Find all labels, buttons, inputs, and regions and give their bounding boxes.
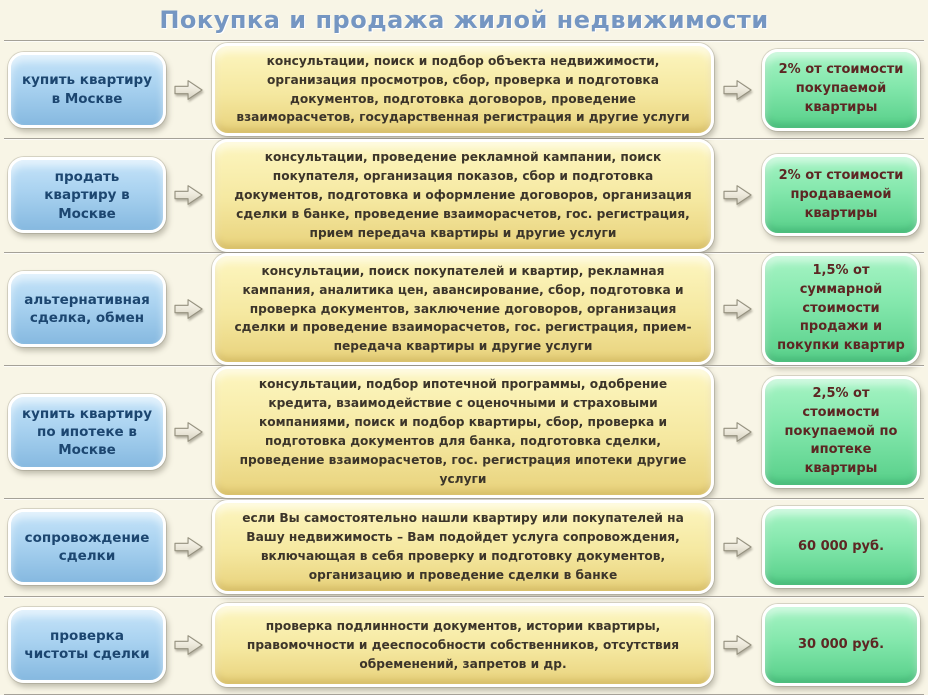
service-price-box: 2% от стоимости покупаемой квартиры bbox=[762, 48, 920, 131]
service-name-label: сопровождение сделки bbox=[24, 530, 150, 565]
service-price-label: 2% от стоимости покупаемой квартиры bbox=[778, 62, 904, 115]
service-description-text: консультации, подбор ипотечной программы… bbox=[239, 377, 687, 486]
page-title: Покупка и продажа жилой недвижимости bbox=[159, 6, 769, 34]
arrow-right-icon bbox=[714, 181, 762, 209]
service-name-label: проверка чистоты сделки bbox=[24, 628, 150, 663]
separator-line bbox=[4, 497, 924, 499]
separator-line bbox=[4, 251, 924, 253]
service-name-box: альтернативная сделка, обмен bbox=[8, 270, 166, 347]
service-description-text: консультации, проведение рекламной кампа… bbox=[234, 150, 692, 240]
service-price-box: 1,5% от суммарной стоимости продажи и по… bbox=[762, 252, 920, 366]
service-description-box: консультации, проведение рекламной кампа… bbox=[212, 139, 714, 252]
service-price-label: 60 000 руб. bbox=[797, 538, 885, 554]
arrow-right-icon bbox=[714, 76, 762, 104]
arrow-right-icon bbox=[714, 418, 762, 446]
service-price-label: 2,5% от стоимости покупаемой по ипотеке … bbox=[784, 385, 898, 477]
service-name-label: продать квартиру в Москве bbox=[44, 169, 130, 222]
separator-line bbox=[4, 365, 924, 367]
service-description-box: консультации, поиск и подбор объекта нед… bbox=[212, 42, 714, 137]
arrow-right-icon bbox=[166, 418, 212, 446]
service-description-text: проверка подлинности документов, истории… bbox=[246, 619, 680, 671]
service-row: продать квартиру в Москве консультации, … bbox=[0, 139, 928, 252]
arrow-right-icon bbox=[166, 533, 212, 561]
service-name-box: сопровождение сделки bbox=[8, 509, 166, 586]
service-description-text: если Вы самостоятельно нашли квартиру ил… bbox=[242, 511, 684, 583]
service-row: альтернативная сделка, обмен консультаци… bbox=[0, 252, 928, 366]
service-name-box: продать квартиру в Москве bbox=[8, 157, 166, 234]
service-price-box: 2,5% от стоимости покупаемой по ипотеке … bbox=[762, 375, 920, 489]
service-description-box: если Вы самостоятельно нашли квартиру ил… bbox=[212, 500, 714, 595]
arrow-right-icon bbox=[166, 631, 212, 659]
service-name-box: купить квартиру в Москве bbox=[8, 51, 166, 128]
arrow-right-icon bbox=[714, 533, 762, 561]
arrow-right-icon bbox=[166, 181, 212, 209]
service-name-box: проверка чистоты сделки bbox=[8, 607, 166, 684]
service-description-box: проверка подлинности документов, истории… bbox=[212, 603, 714, 688]
separator-line bbox=[4, 595, 924, 597]
service-description-box: консультации, поиск покупателей и кварти… bbox=[212, 252, 714, 366]
arrow-right-icon bbox=[166, 76, 212, 104]
service-price-box: 2% от стоимости продаваемой квартиры bbox=[762, 154, 920, 237]
service-description-box: консультации, подбор ипотечной программы… bbox=[212, 366, 714, 498]
header: Покупка и продажа жилой недвижимости bbox=[0, 0, 928, 40]
separator-line bbox=[4, 138, 924, 140]
service-description-text: консультации, поиск покупателей и кварти… bbox=[234, 263, 692, 354]
service-price-label: 2% от стоимости продаваемой квартиры bbox=[778, 168, 904, 221]
separator-line bbox=[4, 40, 924, 41]
service-row: проверка чистоты сделки проверка подлинн… bbox=[0, 597, 928, 694]
service-name-label: альтернативная сделка, обмен bbox=[24, 291, 150, 326]
arrow-right-icon bbox=[166, 295, 212, 323]
service-row: купить квартиру в Москве консультации, п… bbox=[0, 41, 928, 138]
service-price-box: 60 000 руб. bbox=[762, 506, 920, 589]
service-row: купить квартиру по ипотеке в Москве конс… bbox=[0, 366, 928, 498]
service-price-box: 30 000 руб. bbox=[762, 604, 920, 687]
service-name-label: купить квартиру по ипотеке в Москве bbox=[21, 405, 153, 459]
service-name-box: купить квартиру по ипотеке в Москве bbox=[8, 393, 166, 470]
service-price-label: 1,5% от суммарной стоимости продажи и по… bbox=[777, 262, 905, 354]
service-price-label: 30 000 руб. bbox=[797, 637, 885, 652]
service-description-text: консультации, поиск и подбор объекта нед… bbox=[236, 53, 690, 125]
arrow-right-icon bbox=[714, 295, 762, 323]
service-name-label: купить квартиру в Москве bbox=[21, 72, 153, 107]
service-row: сопровождение сделки если Вы самостоятел… bbox=[0, 499, 928, 596]
arrow-right-icon bbox=[714, 631, 762, 659]
